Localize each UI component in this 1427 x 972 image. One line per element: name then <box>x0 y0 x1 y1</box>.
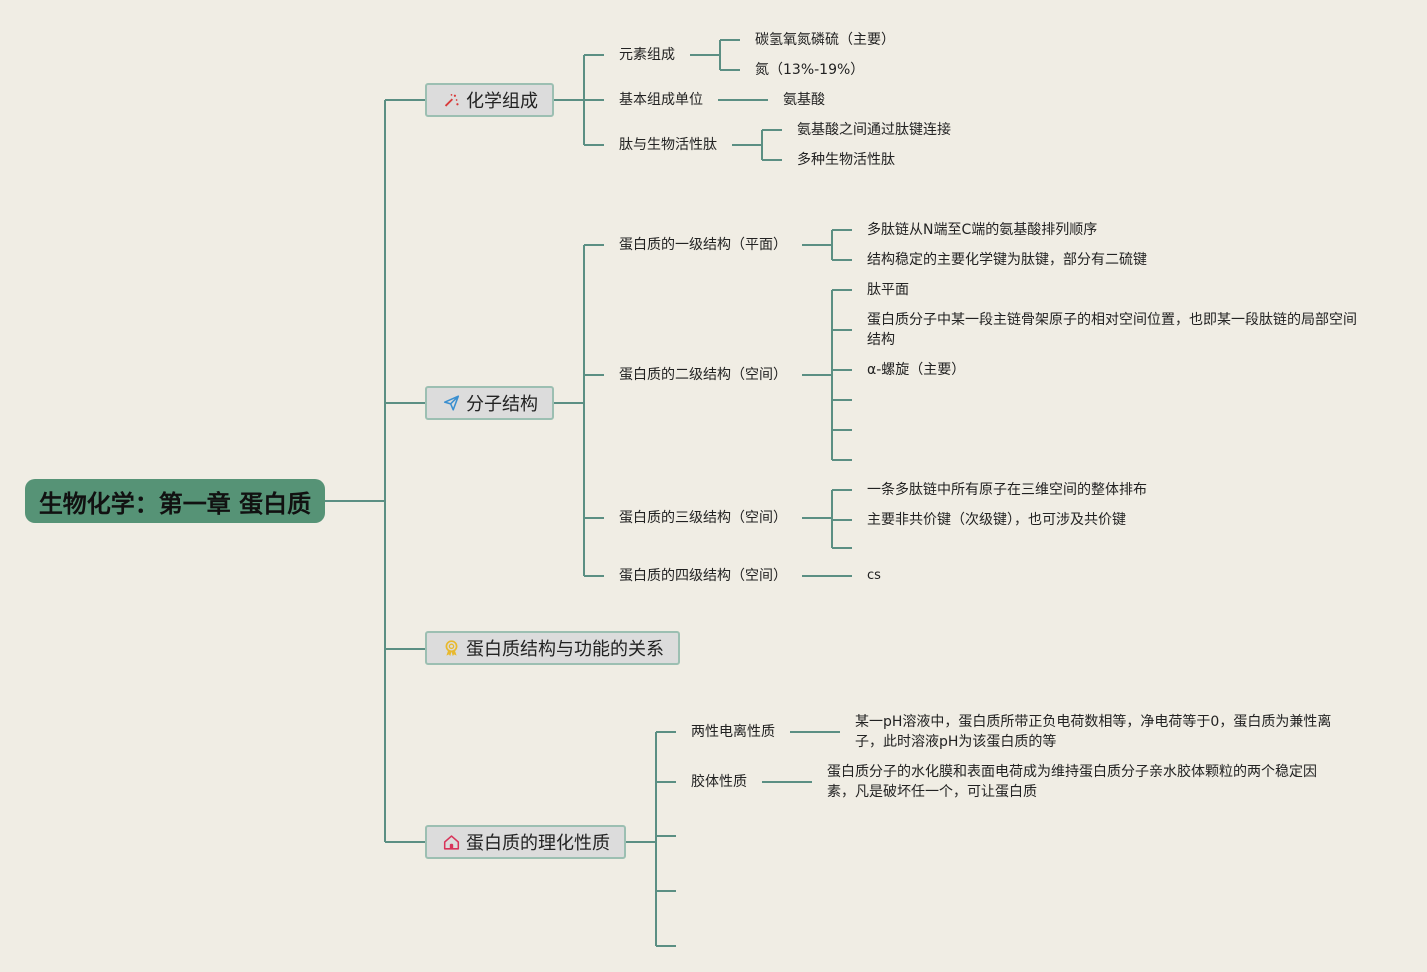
leaf-node[interactable]: 多种生物活性肽 <box>797 152 895 168</box>
connector <box>554 54 604 146</box>
subtopic[interactable]: 两性电离性质 <box>691 724 775 740</box>
topic-chemical-composition[interactable]: 化学组成 <box>425 83 554 117</box>
leaf-node[interactable]: 多肽链从N端至C端的氨基酸排列顺序 <box>867 222 1098 238</box>
subtopic[interactable]: 蛋白质的一级结构（平面） <box>619 237 787 253</box>
leaf-node[interactable]: 氨基酸 <box>783 92 825 108</box>
leaf-node[interactable]: 某一pH溶液中，蛋白质所带正负电荷数相等，净电荷等于0，蛋白质为兼性离子，此时溶… <box>855 714 1332 750</box>
subtopic[interactable]: 蛋白质的二级结构（空间） <box>619 367 787 383</box>
leaf-node[interactable]: 一条多肽链中所有原子在三维空间的整体排布 <box>867 482 1147 498</box>
connector <box>626 731 676 947</box>
leaf-node[interactable]: 氨基酸之间通过肽键连接 <box>797 122 951 138</box>
connector <box>554 244 604 577</box>
subtopic[interactable]: 元素组成 <box>619 47 675 63</box>
subtopic[interactable]: 蛋白质的三级结构（空间） <box>619 510 787 526</box>
topic-molecular-structure[interactable]: 分子结构 <box>425 386 554 420</box>
leaf-node[interactable]: 主要非共价键（次级键），也可涉及共价键 <box>867 512 1126 528</box>
leaf-node[interactable]: 氮（13%-19%） <box>755 62 865 78</box>
subtopic[interactable]: 蛋白质的四级结构（空间） <box>619 568 787 584</box>
connector <box>802 489 852 549</box>
subtopic[interactable]: 基本组成单位 <box>619 92 703 108</box>
award-badge-icon <box>445 640 458 657</box>
connector <box>690 39 740 71</box>
leaf-node[interactable]: cs <box>867 568 881 583</box>
magic-wand-icon <box>444 94 459 107</box>
root-title: 生物化学：第一章 蛋白质 <box>38 489 312 518</box>
leaf-node[interactable]: 蛋白质分子的水化膜和表面电荷成为维持蛋白质分子亲水胶体颗粒的两个稳定因素，凡是破… <box>827 764 1317 800</box>
connector <box>732 129 782 161</box>
leaf-node[interactable]: 结构稳定的主要化学键为肽键，部分有二硫键 <box>867 252 1147 268</box>
topic-label: 蛋白质的理化性质 <box>466 833 610 854</box>
topic-label: 蛋白质结构与功能的关系 <box>466 639 664 660</box>
subtopic[interactable]: 胶体性质 <box>691 774 747 790</box>
leaf-node[interactable]: 碳氢氧氮磷硫（主要） <box>755 32 895 48</box>
topic-structure-function[interactable]: 蛋白质结构与功能的关系 <box>425 631 680 665</box>
leaf-node[interactable]: α-螺旋（主要） <box>867 362 966 378</box>
topic-label: 化学组成 <box>466 91 538 112</box>
paper-plane-icon <box>443 395 460 411</box>
connector <box>802 289 852 461</box>
house-icon <box>443 835 460 850</box>
connector <box>325 99 425 843</box>
topic-physicochemical-properties[interactable]: 蛋白质的理化性质 <box>425 825 626 859</box>
leaf-node[interactable]: 肽平面 <box>867 282 909 298</box>
leaf-node[interactable]: 蛋白质分子中某一段主链骨架原子的相对空间位置，也即某一段肽链的局部空间结构 <box>867 312 1357 348</box>
root-topic[interactable]: 生物化学：第一章 蛋白质 <box>25 479 325 523</box>
subtopic[interactable]: 肽与生物活性肽 <box>619 137 717 153</box>
connector <box>802 229 852 261</box>
topic-label: 分子结构 <box>466 394 538 415</box>
